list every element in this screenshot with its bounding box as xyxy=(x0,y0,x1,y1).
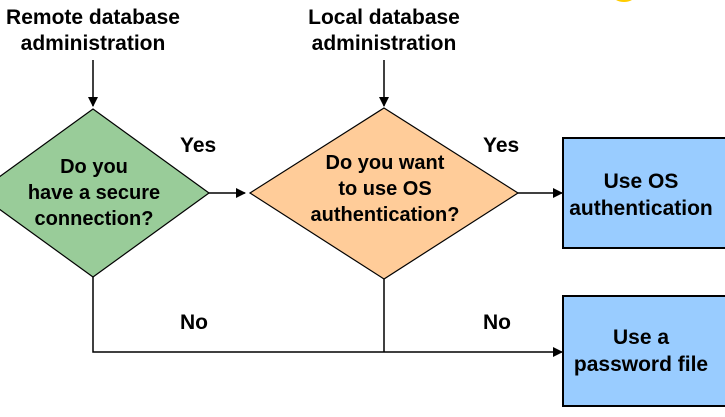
start-local-line2: administration xyxy=(311,32,457,55)
edge-label-no-secure: No xyxy=(180,311,208,334)
decision-secure-line3: connection? xyxy=(34,208,154,230)
result-os-authentication-text: Use OS authentication xyxy=(566,168,716,222)
decision-os-line3: authentication? xyxy=(310,204,460,226)
result-os-line2: authentication xyxy=(569,197,713,220)
decision-secure-line1: Do you xyxy=(60,156,128,178)
edge-label-yes-os-auth: Yes xyxy=(483,134,520,157)
result-password-file xyxy=(562,295,725,407)
decision-secure-line2: have a secure xyxy=(27,182,161,204)
start-local-line1: Local database xyxy=(308,6,460,29)
decision-secure-connection xyxy=(0,108,211,278)
start-local-admin: Local database administration xyxy=(269,5,499,57)
start-remote-line2: administration xyxy=(20,32,166,55)
start-remote-admin: Remote database administration xyxy=(0,5,208,57)
line-secure-no xyxy=(92,277,384,353)
decision-os-authentication-text: Do you want to use OS authentication? xyxy=(290,150,480,228)
decision-secure-connection-text: Do you have a secure connection? xyxy=(8,154,180,232)
edge-label-yes-secure: Yes xyxy=(180,134,217,157)
decision-os-line2: to use OS xyxy=(338,178,432,200)
result-os-authentication xyxy=(562,137,725,249)
edge-label-no-os-auth: No xyxy=(483,311,511,334)
decision-os-line1: Do you want xyxy=(325,152,445,174)
result-password-file-text: Use a password file xyxy=(566,324,716,378)
result-password-line1: Use a xyxy=(612,326,670,349)
result-os-line1: Use OS xyxy=(603,170,679,193)
result-password-line2: password file xyxy=(573,353,709,376)
corner-mark-icon xyxy=(616,0,632,2)
decision-os-authentication xyxy=(248,107,520,280)
start-remote-line1: Remote database xyxy=(6,6,180,29)
